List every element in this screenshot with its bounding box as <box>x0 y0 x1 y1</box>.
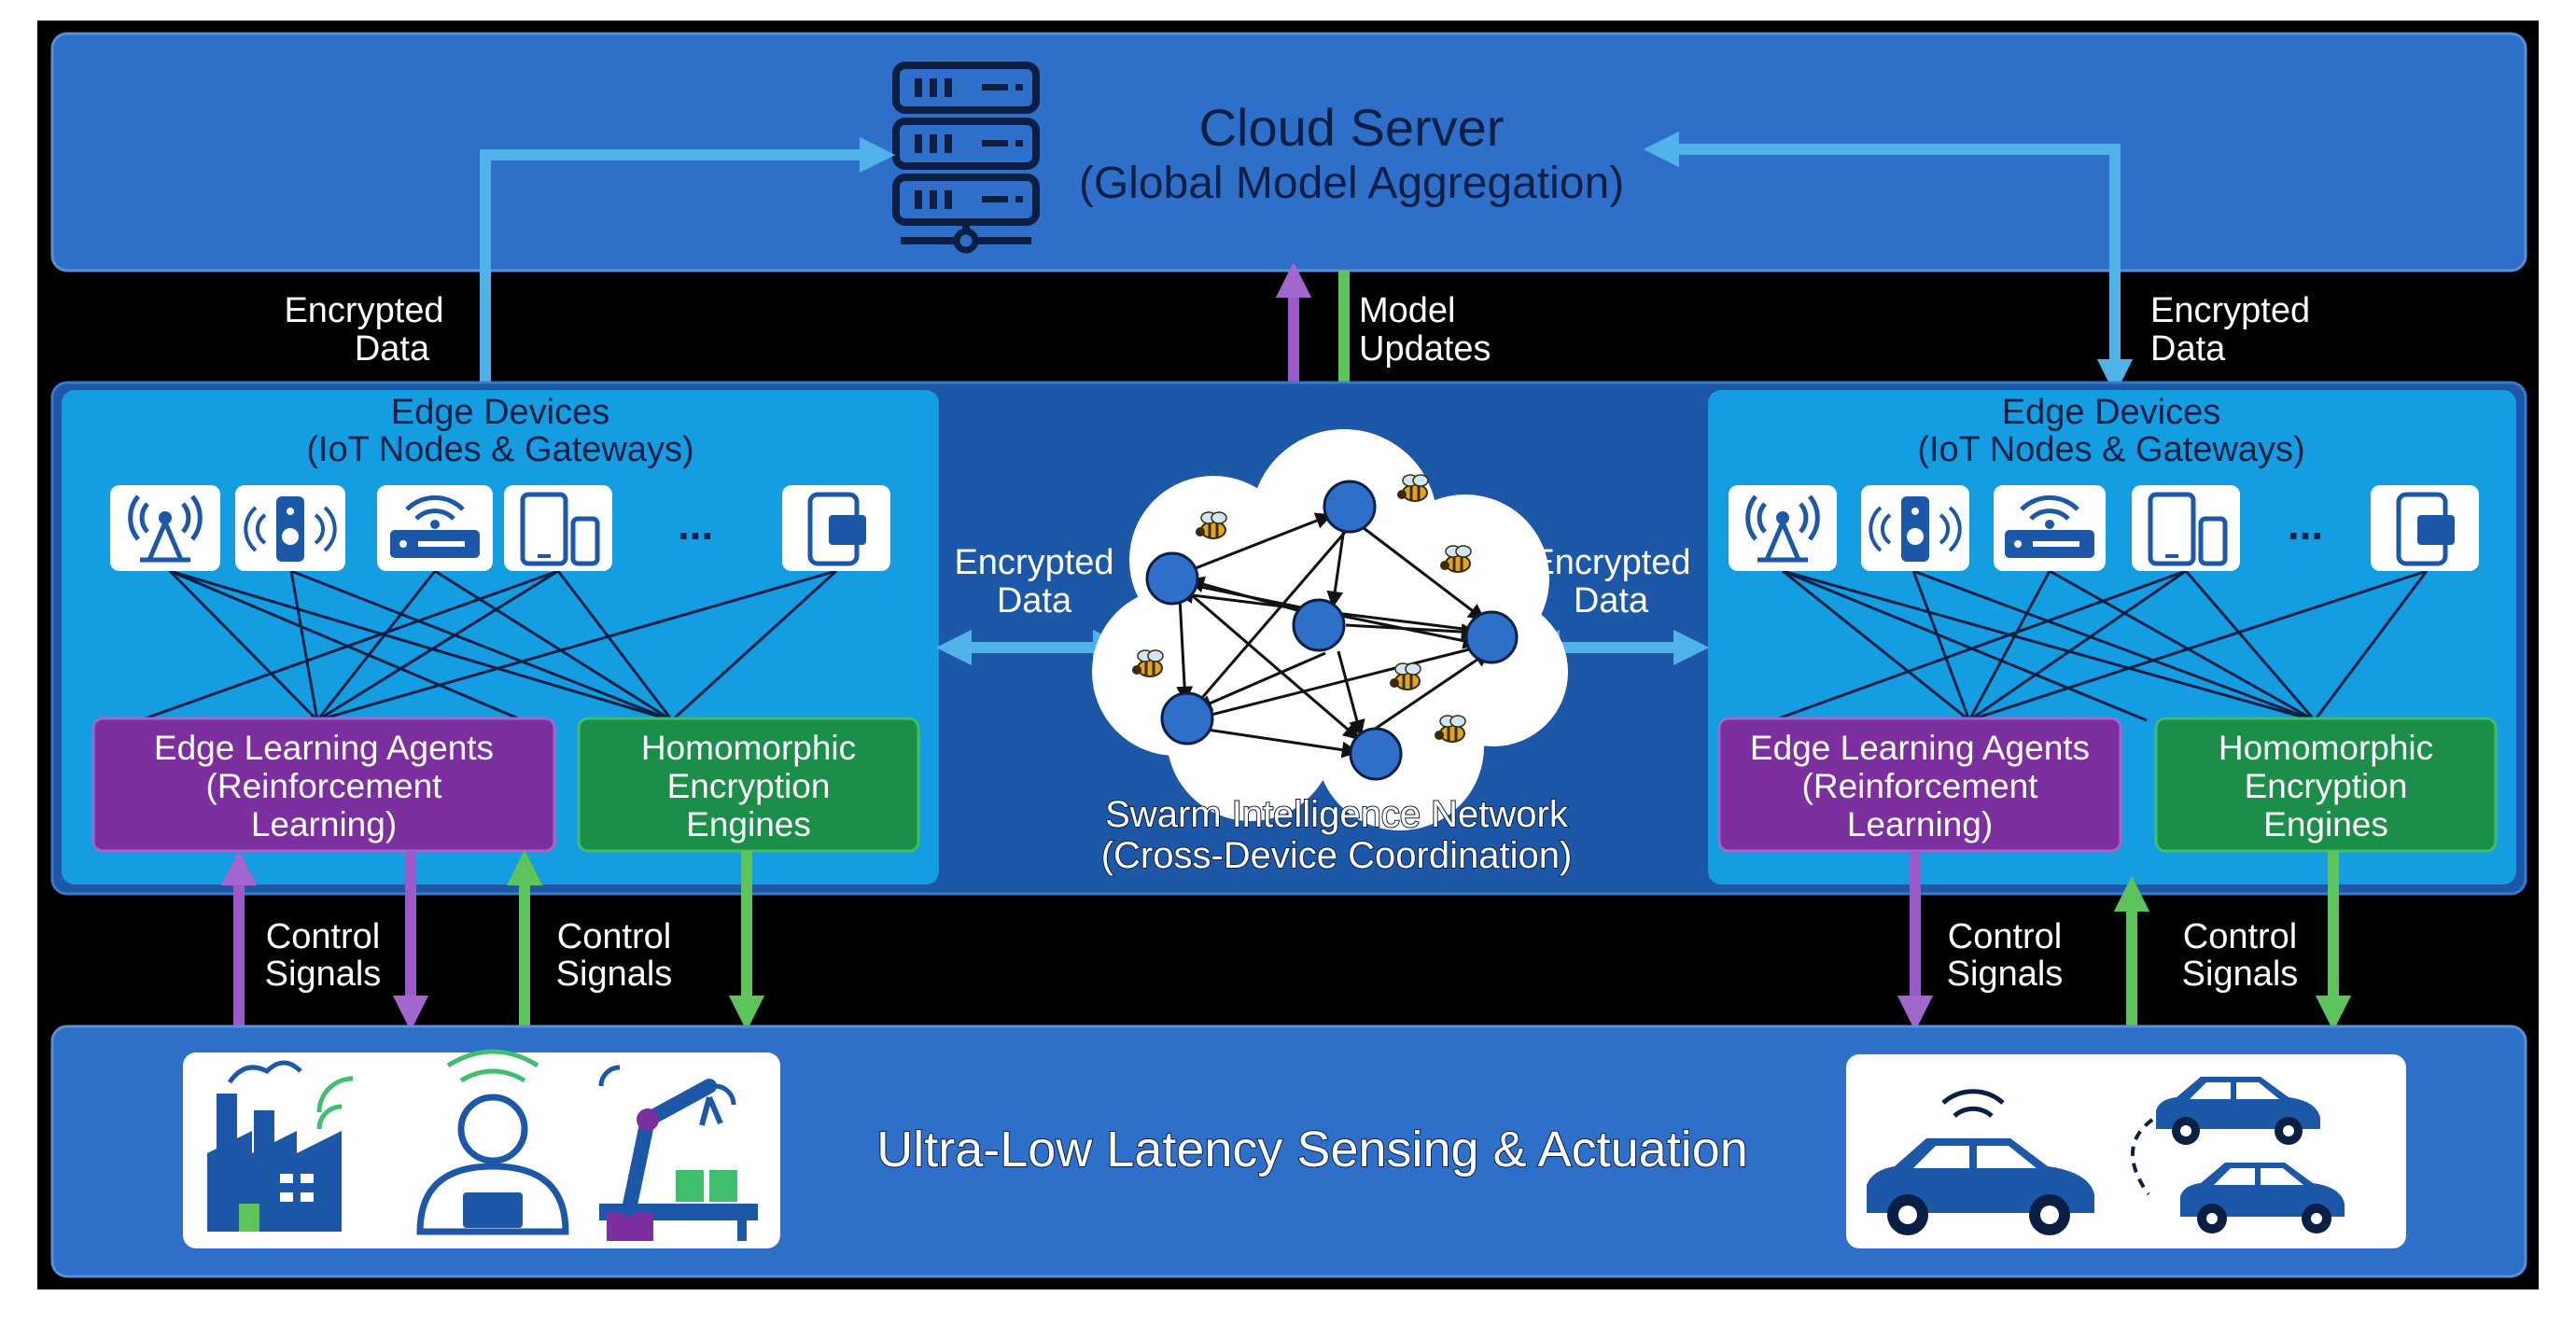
antenna-tower-icon <box>1729 485 1837 571</box>
agents-line-3-right: Learning) <box>1847 805 1993 843</box>
encrypted-data-label-right-1: Encrypted <box>2150 291 2310 330</box>
sensing-title: Ultra-Low Latency Sensing & Actuation <box>876 1122 1748 1178</box>
robot-arm-icon <box>598 1065 758 1241</box>
smart-speaker-icon <box>1861 485 1969 571</box>
smart-speaker-icon <box>235 485 345 571</box>
edge-connection-lines-right <box>1772 569 2429 722</box>
sensing-actuation-panel: Ultra-Low Latency Sensing & Actuation <box>50 1024 2527 1278</box>
cloud-server-panel: Cloud Server (Global Model Aggregation) <box>50 32 2527 272</box>
v2v-link-dashed <box>2130 1118 2154 1196</box>
factory-icon <box>207 1060 354 1232</box>
edge-connection-lines-left <box>139 569 838 722</box>
edge-devices-panel-right: Edge Devices (IoT Nodes & Gateways) <box>1708 390 2516 885</box>
swarm-title: Swarm Intelligence Network <box>1105 794 1569 835</box>
control-label-3b: Signals <box>1947 955 2064 994</box>
encryption-line-3-right: Engines <box>2263 805 2388 843</box>
phone-tablet-icon <box>504 485 612 571</box>
control-label-2b: Signals <box>556 955 673 994</box>
wifi-router-icon <box>377 485 493 571</box>
agents-line-3-left: Learning) <box>251 805 397 843</box>
agents-line-2-left: (Reinforcement <box>206 767 443 805</box>
cloud-subtitle: (Global Model Aggregation) <box>1079 159 1624 208</box>
cloud-title: Cloud Server <box>1199 98 1505 157</box>
operator-headset-icon <box>416 1049 569 1235</box>
encrypted-data-arrow-left-up <box>480 136 896 384</box>
edge-devices-panel-left: Edge Devices (IoT Nodes & Gateways) <box>62 390 939 885</box>
edge-title-left: Edge Devices <box>391 393 609 432</box>
control-label-4a: Control <box>2183 917 2298 956</box>
control-label-2a: Control <box>557 917 672 956</box>
edge-title-right: Edge Devices <box>2002 393 2220 432</box>
encryption-line-2-right: Encryption <box>2245 767 2408 805</box>
device-ellipsis-left: ... <box>678 500 713 549</box>
device-ellipsis-right: ... <box>2288 500 2323 549</box>
encrypted-data-label-left-1: Encrypted <box>284 291 443 330</box>
control-label-3a: Control <box>1948 917 2063 956</box>
swarm-left-label-1: Encrypted <box>954 543 1113 582</box>
encryption-line-1-left: Homomorphic <box>641 729 856 767</box>
antenna-tower-icon <box>110 485 220 571</box>
connected-car-icon <box>1867 1089 2094 1235</box>
car-icon <box>2180 1163 2345 1233</box>
wifi-router-icon <box>1994 485 2106 571</box>
swarm-left-label-2: Data <box>997 581 1072 620</box>
swarm-right-label-1: Encrypted <box>1531 543 1690 582</box>
edge-subtitle-left: (IoT Nodes & Gateways) <box>306 430 693 469</box>
encryption-line-3-left: Engines <box>686 805 811 843</box>
phone-tablet-icon <box>2132 485 2240 571</box>
control-label-1b: Signals <box>265 955 382 994</box>
edge-learning-agents-right: Edge Learning Agents (Reinforcement Lear… <box>1717 717 2122 853</box>
swarm-right-label-2: Data <box>1574 581 1649 620</box>
smartphone-icon <box>782 485 890 571</box>
control-label-4b: Signals <box>2182 955 2299 994</box>
control-label-1a: Control <box>266 917 381 956</box>
car-icon <box>2156 1077 2320 1145</box>
edge-subtitle-right: (IoT Nodes & Gateways) <box>1917 430 2304 469</box>
edge-learning-agents-left: Edge Learning Agents (Reinforcement Lear… <box>91 717 556 853</box>
homomorphic-encryption-right: Homomorphic Encryption Engines <box>2154 717 2498 853</box>
homomorphic-encryption-left: Homomorphic Encryption Engines <box>577 717 920 853</box>
model-updates-label-2: Updates <box>1359 329 1491 369</box>
server-rack-icon <box>892 62 1040 254</box>
encryption-line-1-right: Homomorphic <box>2219 729 2433 767</box>
smartphone-icon <box>2371 485 2479 571</box>
encryption-line-2-left: Encryption <box>667 767 831 805</box>
encrypted-data-label-left-2: Data <box>355 329 430 369</box>
encrypted-data-arrow-right <box>1643 131 2134 396</box>
agents-line-1-right: Edge Learning Agents <box>1750 729 2090 767</box>
model-updates-label-1: Model <box>1359 291 1456 330</box>
encrypted-data-label-right-2: Data <box>2150 329 2226 369</box>
agents-line-1-left: Edge Learning Agents <box>154 729 494 767</box>
agents-line-2-right: (Reinforcement <box>1802 767 2039 805</box>
swarm-subtitle: (Cross-Device Coordination) <box>1101 835 1573 876</box>
swarm-intelligence-cloud <box>1092 429 1568 830</box>
